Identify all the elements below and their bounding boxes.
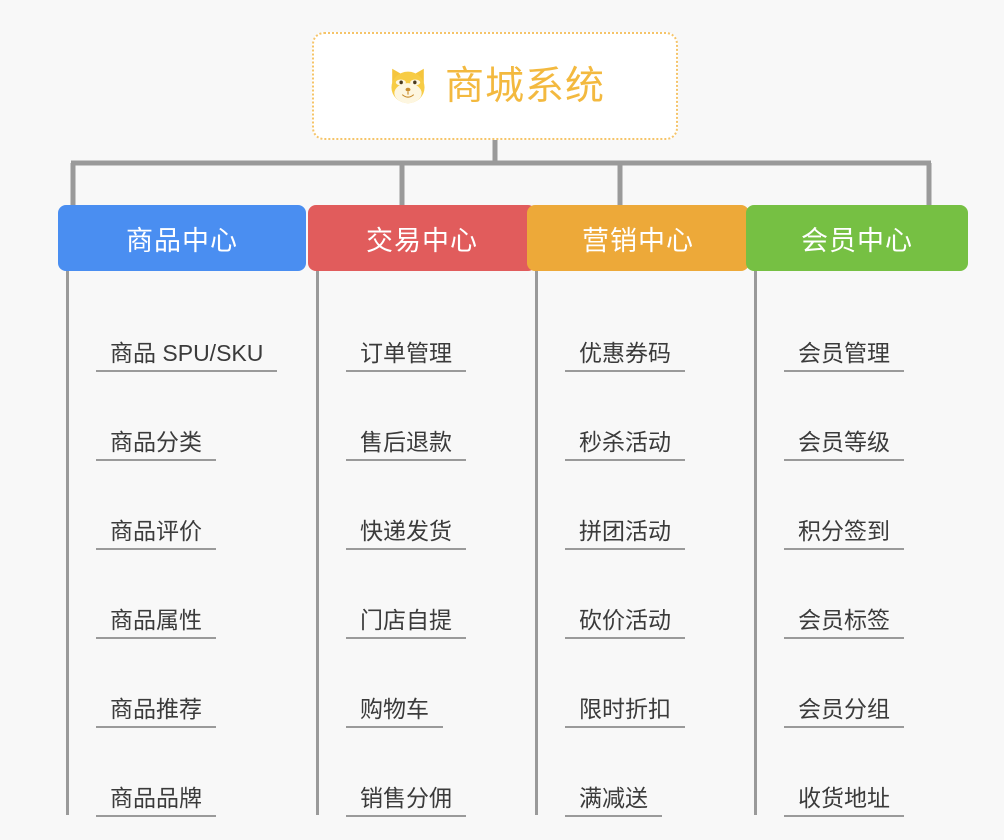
leaf-item[interactable]: 商品评价 bbox=[66, 467, 306, 556]
leaf-item[interactable]: 收货地址 bbox=[754, 734, 968, 823]
leaf-item[interactable]: 购物车 bbox=[316, 645, 536, 734]
leaf-item[interactable]: 门店自提 bbox=[316, 556, 536, 645]
leaf-item[interactable]: 优惠券码 bbox=[535, 289, 749, 378]
branch-header-member-center[interactable]: 会员中心 bbox=[746, 205, 968, 271]
leaf-item[interactable]: 商品推荐 bbox=[66, 645, 306, 734]
leaf-item[interactable]: 会员等级 bbox=[754, 378, 968, 467]
leaf-label: 会员管理 bbox=[784, 340, 904, 372]
leaf-item[interactable]: 商品 SPU/SKU bbox=[66, 289, 306, 378]
leaf-label: 拼团活动 bbox=[565, 518, 685, 550]
leaf-item[interactable]: 快递发货 bbox=[316, 467, 536, 556]
leaf-label: 会员分组 bbox=[784, 696, 904, 728]
leaf-label: 购物车 bbox=[346, 696, 443, 728]
leaf-label: 商品推荐 bbox=[96, 696, 216, 728]
leaf-label: 售后退款 bbox=[346, 429, 466, 461]
leaf-label: 销售分佣 bbox=[346, 785, 466, 817]
branch-product-center: 商品中心 商品 SPU/SKU 商品分类 商品评价 商品属性 商品推荐 商品品牌 bbox=[58, 205, 306, 823]
leaf-label: 商品 SPU/SKU bbox=[96, 340, 278, 372]
leaf-label: 秒杀活动 bbox=[565, 429, 685, 461]
leaf-item[interactable]: 售后退款 bbox=[316, 378, 536, 467]
leaf-item[interactable]: 满减送 bbox=[535, 734, 749, 823]
leaf-label: 商品分类 bbox=[96, 429, 216, 461]
root-node[interactable]: 商城系统 bbox=[312, 32, 678, 140]
branch-header-trade-center[interactable]: 交易中心 bbox=[308, 205, 536, 271]
leaf-item[interactable]: 限时折扣 bbox=[535, 645, 749, 734]
branch-list-product-center: 商品 SPU/SKU 商品分类 商品评价 商品属性 商品推荐 商品品牌 bbox=[58, 271, 306, 823]
leaf-label: 限时折扣 bbox=[565, 696, 685, 728]
leaf-label: 会员标签 bbox=[784, 607, 904, 639]
leaf-item[interactable]: 销售分佣 bbox=[316, 734, 536, 823]
root-title: 商城系统 bbox=[444, 64, 605, 108]
shiba-dog-icon bbox=[391, 68, 425, 105]
branch-label: 交易中心 bbox=[366, 225, 478, 256]
leaf-item[interactable]: 秒杀活动 bbox=[535, 378, 749, 467]
leaf-label: 收货地址 bbox=[784, 785, 904, 817]
leaf-label: 满减送 bbox=[565, 785, 662, 817]
leaf-label: 积分签到 bbox=[784, 518, 904, 550]
branch-member-center: 会员中心 会员管理 会员等级 积分签到 会员标签 会员分组 收货地址 bbox=[746, 205, 968, 823]
leaf-label: 商品属性 bbox=[96, 607, 216, 639]
branch-label: 会员中心 bbox=[801, 225, 913, 256]
branch-list-member-center: 会员管理 会员等级 积分签到 会员标签 会员分组 收货地址 bbox=[746, 271, 968, 823]
leaf-item[interactable]: 会员标签 bbox=[754, 556, 968, 645]
branch-header-product-center[interactable]: 商品中心 bbox=[58, 205, 306, 271]
leaf-item[interactable]: 商品属性 bbox=[66, 556, 306, 645]
leaf-item[interactable]: 积分签到 bbox=[754, 467, 968, 556]
leaf-item[interactable]: 会员分组 bbox=[754, 645, 968, 734]
branch-marketing-center: 营销中心 优惠券码 秒杀活动 拼团活动 砍价活动 限时折扣 满减送 bbox=[527, 205, 749, 823]
leaf-item[interactable]: 拼团活动 bbox=[535, 467, 749, 556]
leaf-label: 会员等级 bbox=[784, 429, 904, 461]
branch-list-marketing-center: 优惠券码 秒杀活动 拼团活动 砍价活动 限时折扣 满减送 bbox=[527, 271, 749, 823]
leaf-label: 砍价活动 bbox=[565, 607, 685, 639]
leaf-item[interactable]: 订单管理 bbox=[316, 289, 536, 378]
leaf-item[interactable]: 砍价活动 bbox=[535, 556, 749, 645]
branch-header-marketing-center[interactable]: 营销中心 bbox=[527, 205, 749, 271]
branch-label: 营销中心 bbox=[582, 225, 694, 256]
leaf-item[interactable]: 商品分类 bbox=[66, 378, 306, 467]
leaf-label: 订单管理 bbox=[346, 340, 466, 372]
leaf-label: 优惠券码 bbox=[565, 340, 685, 372]
leaf-label: 商品评价 bbox=[96, 518, 216, 550]
leaf-label: 商品品牌 bbox=[96, 785, 216, 817]
branch-label: 商品中心 bbox=[126, 225, 238, 256]
branch-list-trade-center: 订单管理 售后退款 快递发货 门店自提 购物车 销售分佣 bbox=[308, 271, 536, 823]
leaf-item[interactable]: 会员管理 bbox=[754, 289, 968, 378]
leaf-item[interactable]: 商品品牌 bbox=[66, 734, 306, 823]
leaf-label: 快递发货 bbox=[346, 518, 466, 550]
branch-trade-center: 交易中心 订单管理 售后退款 快递发货 门店自提 购物车 销售分佣 bbox=[308, 205, 536, 823]
leaf-label: 门店自提 bbox=[346, 607, 466, 639]
